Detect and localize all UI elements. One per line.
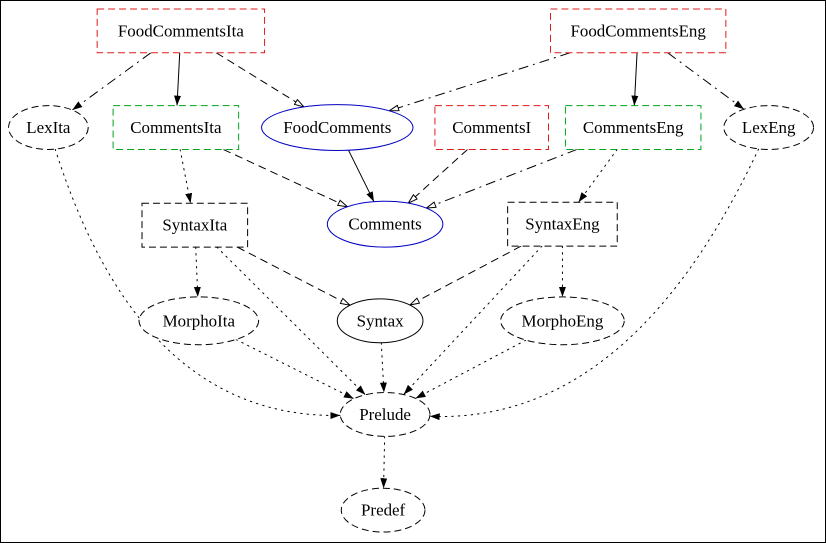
edge-foodcommentseng-commentseng — [631, 52, 639, 106]
node-shape — [96, 8, 266, 54]
edge-foodcommentsita-lexita — [72, 52, 152, 111]
edge-foodcommentseng-lexeng — [667, 52, 745, 110]
node-syntaxita: SyntaxIta — [141, 202, 249, 248]
edge-morphoita-prelude — [235, 339, 355, 400]
node-predef: Predef — [340, 487, 426, 533]
edge-commentseng-syntaxeng — [577, 148, 618, 203]
node-label: LexIta — [26, 118, 71, 137]
edge-commentsita-syntaxita — [179, 148, 193, 204]
node-label: LexEng — [742, 118, 796, 137]
edge-foodcomments-comments — [348, 149, 375, 202]
edges-layer — [54, 52, 760, 489]
node-lexita: LexIta — [7, 105, 89, 150]
node-shape — [564, 105, 702, 150]
node-label: Syntax — [357, 311, 405, 330]
node-commentsita: CommentsIta — [112, 105, 240, 150]
node-shape — [507, 201, 618, 247]
node-shape — [326, 200, 444, 248]
node-shape — [336, 298, 424, 344]
node-shape — [549, 8, 727, 54]
node-shape — [434, 105, 549, 150]
node-morphoeng: MorphoEng — [500, 296, 625, 346]
edge-syntaxita-syntax — [237, 246, 352, 307]
node-shape — [7, 105, 89, 150]
node-label: FoodComments — [283, 118, 391, 137]
edge-lexeng-prelude — [429, 148, 760, 421]
node-shape — [261, 104, 414, 151]
node-label: CommentsEng — [583, 118, 684, 137]
edge-lexita-prelude — [54, 148, 341, 420]
node-comments: Comments — [326, 200, 444, 248]
node-commentsi: CommentsI — [434, 105, 549, 150]
node-label: Prelude — [359, 405, 411, 424]
node-prelude: Prelude — [339, 392, 431, 437]
edge-syntaxeng-syntax — [408, 245, 522, 306]
edge-syntaxeng-prelude — [403, 245, 543, 396]
node-label: FoodCommentsIta — [118, 21, 244, 40]
edge-prelude-predef — [380, 435, 388, 489]
node-label: CommentsIta — [130, 118, 222, 137]
node-foodcomments: FoodComments — [261, 104, 414, 151]
node-label: CommentsI — [452, 118, 531, 137]
node-lexeng: LexEng — [723, 105, 815, 150]
edge-foodcommentsita-foodcomments — [216, 52, 306, 108]
edge-commentsi-comments — [406, 149, 468, 205]
edge-foodcommentseng-foodcomments — [387, 52, 571, 112]
node-shape — [723, 105, 815, 150]
node-shape — [141, 202, 249, 248]
node-label: Comments — [348, 215, 421, 234]
edge-commentsita-comments — [223, 148, 350, 208]
node-syntax: Syntax — [336, 298, 424, 344]
node-label: SyntaxIta — [162, 216, 227, 235]
edge-foodcommentsita-commentsita — [174, 52, 182, 106]
node-foodcommentsita: FoodCommentsIta — [96, 8, 266, 54]
node-shape — [500, 296, 625, 346]
node-shape — [340, 487, 426, 533]
edge-syntaxita-prelude — [216, 246, 366, 396]
node-label: SyntaxEng — [525, 215, 600, 234]
node-shape — [112, 105, 240, 150]
node-label: FoodCommentsEng — [570, 21, 706, 40]
node-label: MorphoIta — [163, 311, 236, 330]
node-morphoita: MorphoIta — [138, 296, 260, 346]
edge-commentseng-comments — [424, 148, 578, 209]
edge-syntax-prelude — [379, 342, 387, 394]
node-shape — [138, 296, 260, 346]
node-commentseng: CommentsEng — [564, 105, 702, 150]
edge-morphoeng-prelude — [415, 339, 527, 399]
node-label: Predef — [361, 501, 406, 520]
node-syntaxeng: SyntaxEng — [507, 201, 618, 247]
edge-syntaxita-morphoita — [193, 246, 201, 298]
node-foodcommentseng: FoodCommentsEng — [549, 8, 727, 54]
node-label: MorphoEng — [522, 311, 604, 330]
node-shape — [339, 392, 431, 437]
